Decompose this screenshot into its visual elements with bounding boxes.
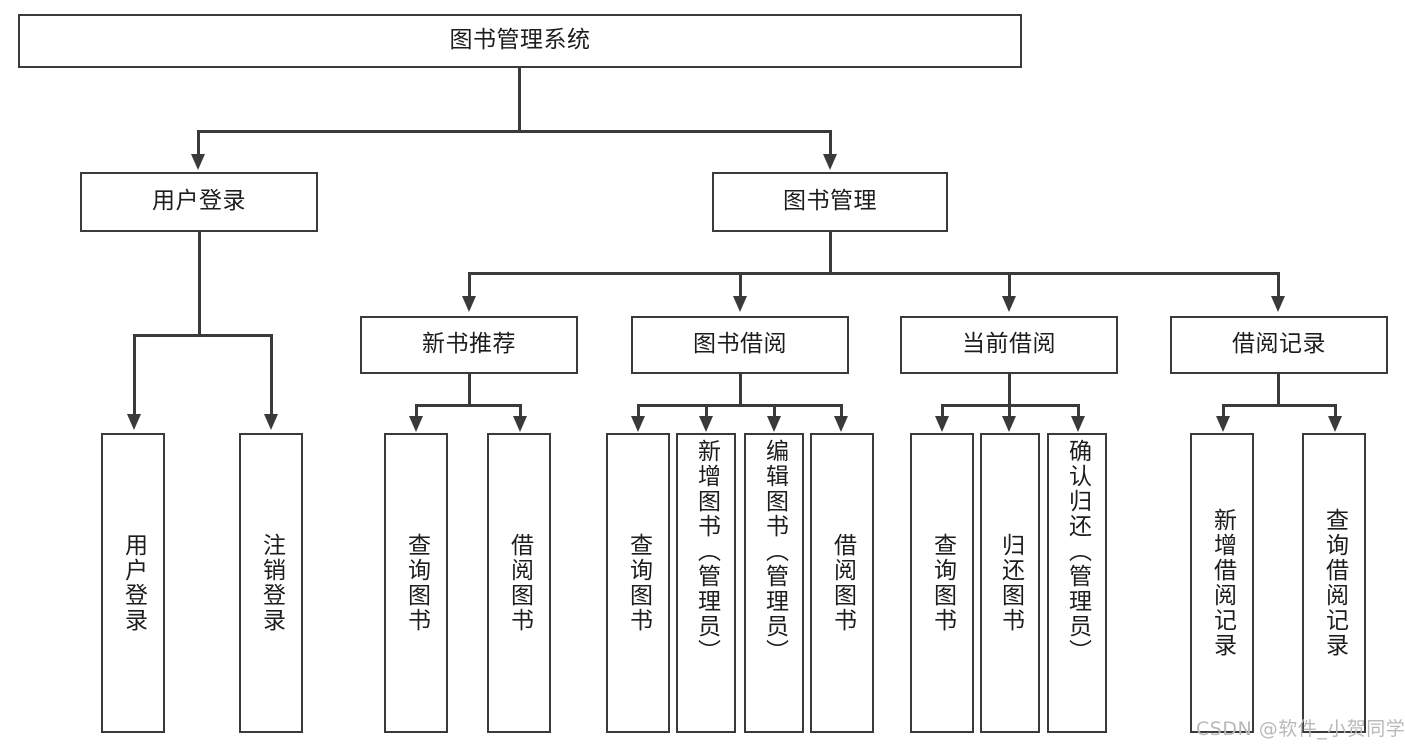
arrowhead-current-leaf2 bbox=[1002, 416, 1016, 432]
connector-books-to-l3d bbox=[1277, 272, 1280, 298]
arrowhead-root-to-login bbox=[191, 154, 205, 170]
connector-root-stem bbox=[518, 68, 521, 132]
connector-books-to-l3c bbox=[1008, 272, 1011, 298]
leaf-logout[interactable]: 注销登录 bbox=[239, 433, 303, 733]
connector-records-stem bbox=[1277, 374, 1280, 406]
connector-login-stem bbox=[198, 232, 201, 336]
arrowhead-borrow-leaf3 bbox=[767, 416, 781, 432]
connector-root-to-login bbox=[197, 130, 200, 156]
leaf-query-book-recommend[interactable]: 查询图书 bbox=[384, 433, 448, 733]
node-label: 图书管理系统 bbox=[449, 27, 591, 54]
arrowhead-records-leaf1 bbox=[1216, 416, 1230, 432]
node-label: 确认归还（管理员） bbox=[1064, 439, 1091, 664]
arrowhead-records-leaf2 bbox=[1328, 416, 1342, 432]
leaf-confirm-return-admin[interactable]: 确认归还（管理员） bbox=[1047, 433, 1107, 733]
node-label: 新增借阅记录 bbox=[1209, 508, 1236, 658]
node-book-borrow[interactable]: 图书借阅 bbox=[631, 316, 849, 374]
connector-login-to-leaf1 bbox=[133, 334, 136, 416]
leaf-edit-book-admin[interactable]: 编辑图书（管理员） bbox=[744, 433, 804, 733]
node-label: 图书管理 bbox=[783, 188, 877, 215]
leaf-borrow-book[interactable]: 借阅图书 bbox=[810, 433, 874, 733]
connector-recommend-leaf1 bbox=[415, 404, 418, 418]
node-user-login[interactable]: 用户登录 bbox=[80, 172, 318, 232]
connector-recommend-stem bbox=[468, 374, 471, 406]
connector-current-leaf1 bbox=[941, 404, 944, 418]
connector-root-to-books bbox=[829, 130, 832, 156]
arrowhead-books-l3c bbox=[1002, 296, 1016, 312]
connector-borrow-leaf4 bbox=[840, 404, 843, 418]
connector-login-bar bbox=[133, 334, 272, 337]
connector-books-to-l3a bbox=[468, 272, 471, 298]
connector-borrow-stem bbox=[739, 374, 742, 406]
arrowhead-books-l3b bbox=[733, 296, 747, 312]
node-label: 借阅图书 bbox=[829, 533, 856, 633]
arrowhead-borrow-leaf2 bbox=[699, 416, 713, 432]
node-label: 编辑图书（管理员） bbox=[761, 439, 788, 664]
node-label: 当前借阅 bbox=[962, 331, 1056, 358]
node-label: 注销登录 bbox=[258, 533, 285, 633]
arrowhead-borrow-leaf4 bbox=[834, 416, 848, 432]
connector-current-leaf3 bbox=[1077, 404, 1080, 418]
connector-login-to-leaf2 bbox=[270, 334, 273, 416]
arrowhead-books-l3a bbox=[462, 296, 476, 312]
node-label: 新增图书（管理员） bbox=[693, 439, 720, 664]
connector-borrow-leaf1 bbox=[637, 404, 640, 418]
connector-current-stem bbox=[1008, 374, 1011, 406]
node-label: 归还图书 bbox=[997, 533, 1024, 633]
connector-recommend-leaf2 bbox=[519, 404, 522, 418]
node-label: 查询图书 bbox=[929, 533, 956, 633]
arrowhead-login-leaf1 bbox=[127, 414, 141, 430]
node-label: 用户登录 bbox=[152, 188, 246, 215]
leaf-query-borrow-record[interactable]: 查询借阅记录 bbox=[1302, 433, 1366, 733]
node-book-management[interactable]: 图书管理 bbox=[712, 172, 948, 232]
leaf-add-borrow-record[interactable]: 新增借阅记录 bbox=[1190, 433, 1254, 733]
node-label: 借阅图书 bbox=[506, 533, 533, 633]
arrowhead-recommend-leaf2 bbox=[513, 416, 527, 432]
arrowhead-login-leaf2 bbox=[264, 414, 278, 430]
connector-books-bar bbox=[468, 272, 1279, 275]
connector-borrow-leaf3 bbox=[773, 404, 776, 418]
connector-root-bar bbox=[197, 130, 832, 133]
leaf-borrow-book-recommend[interactable]: 借阅图书 bbox=[487, 433, 551, 733]
arrowhead-root-to-books bbox=[823, 154, 837, 170]
arrowhead-books-l3d bbox=[1271, 296, 1285, 312]
node-label: 查询借阅记录 bbox=[1321, 508, 1348, 658]
leaf-return-book[interactable]: 归还图书 bbox=[980, 433, 1040, 733]
connector-records-leaf1 bbox=[1222, 404, 1225, 418]
leaf-user-login[interactable]: 用户登录 bbox=[101, 433, 165, 733]
connector-borrow-leaf2 bbox=[705, 404, 708, 418]
leaf-query-book-borrow[interactable]: 查询图书 bbox=[606, 433, 670, 733]
connector-recommend-bar bbox=[415, 404, 521, 407]
node-root-system[interactable]: 图书管理系统 bbox=[18, 14, 1022, 68]
arrowhead-borrow-leaf1 bbox=[631, 416, 645, 432]
node-label: 查询图书 bbox=[625, 533, 652, 633]
connector-books-to-l3b bbox=[739, 272, 742, 298]
node-label: 用户登录 bbox=[120, 533, 147, 633]
connector-records-bar bbox=[1222, 404, 1336, 407]
leaf-add-book-admin[interactable]: 新增图书（管理员） bbox=[676, 433, 736, 733]
node-label: 查询图书 bbox=[403, 533, 430, 633]
connector-books-stem bbox=[829, 232, 832, 274]
node-label: 新书推荐 bbox=[422, 331, 516, 358]
connector-current-leaf2 bbox=[1008, 404, 1011, 418]
node-current-borrow[interactable]: 当前借阅 bbox=[900, 316, 1118, 374]
node-new-book-recommend[interactable]: 新书推荐 bbox=[360, 316, 578, 374]
connector-records-leaf2 bbox=[1334, 404, 1337, 418]
node-label: 图书借阅 bbox=[693, 331, 787, 358]
arrowhead-current-leaf3 bbox=[1071, 416, 1085, 432]
leaf-query-book-current[interactable]: 查询图书 bbox=[910, 433, 974, 733]
connector-borrow-bar bbox=[637, 404, 842, 407]
arrowhead-current-leaf1 bbox=[935, 416, 949, 432]
node-borrow-records[interactable]: 借阅记录 bbox=[1170, 316, 1388, 374]
arrowhead-recommend-leaf1 bbox=[409, 416, 423, 432]
node-label: 借阅记录 bbox=[1232, 331, 1326, 358]
